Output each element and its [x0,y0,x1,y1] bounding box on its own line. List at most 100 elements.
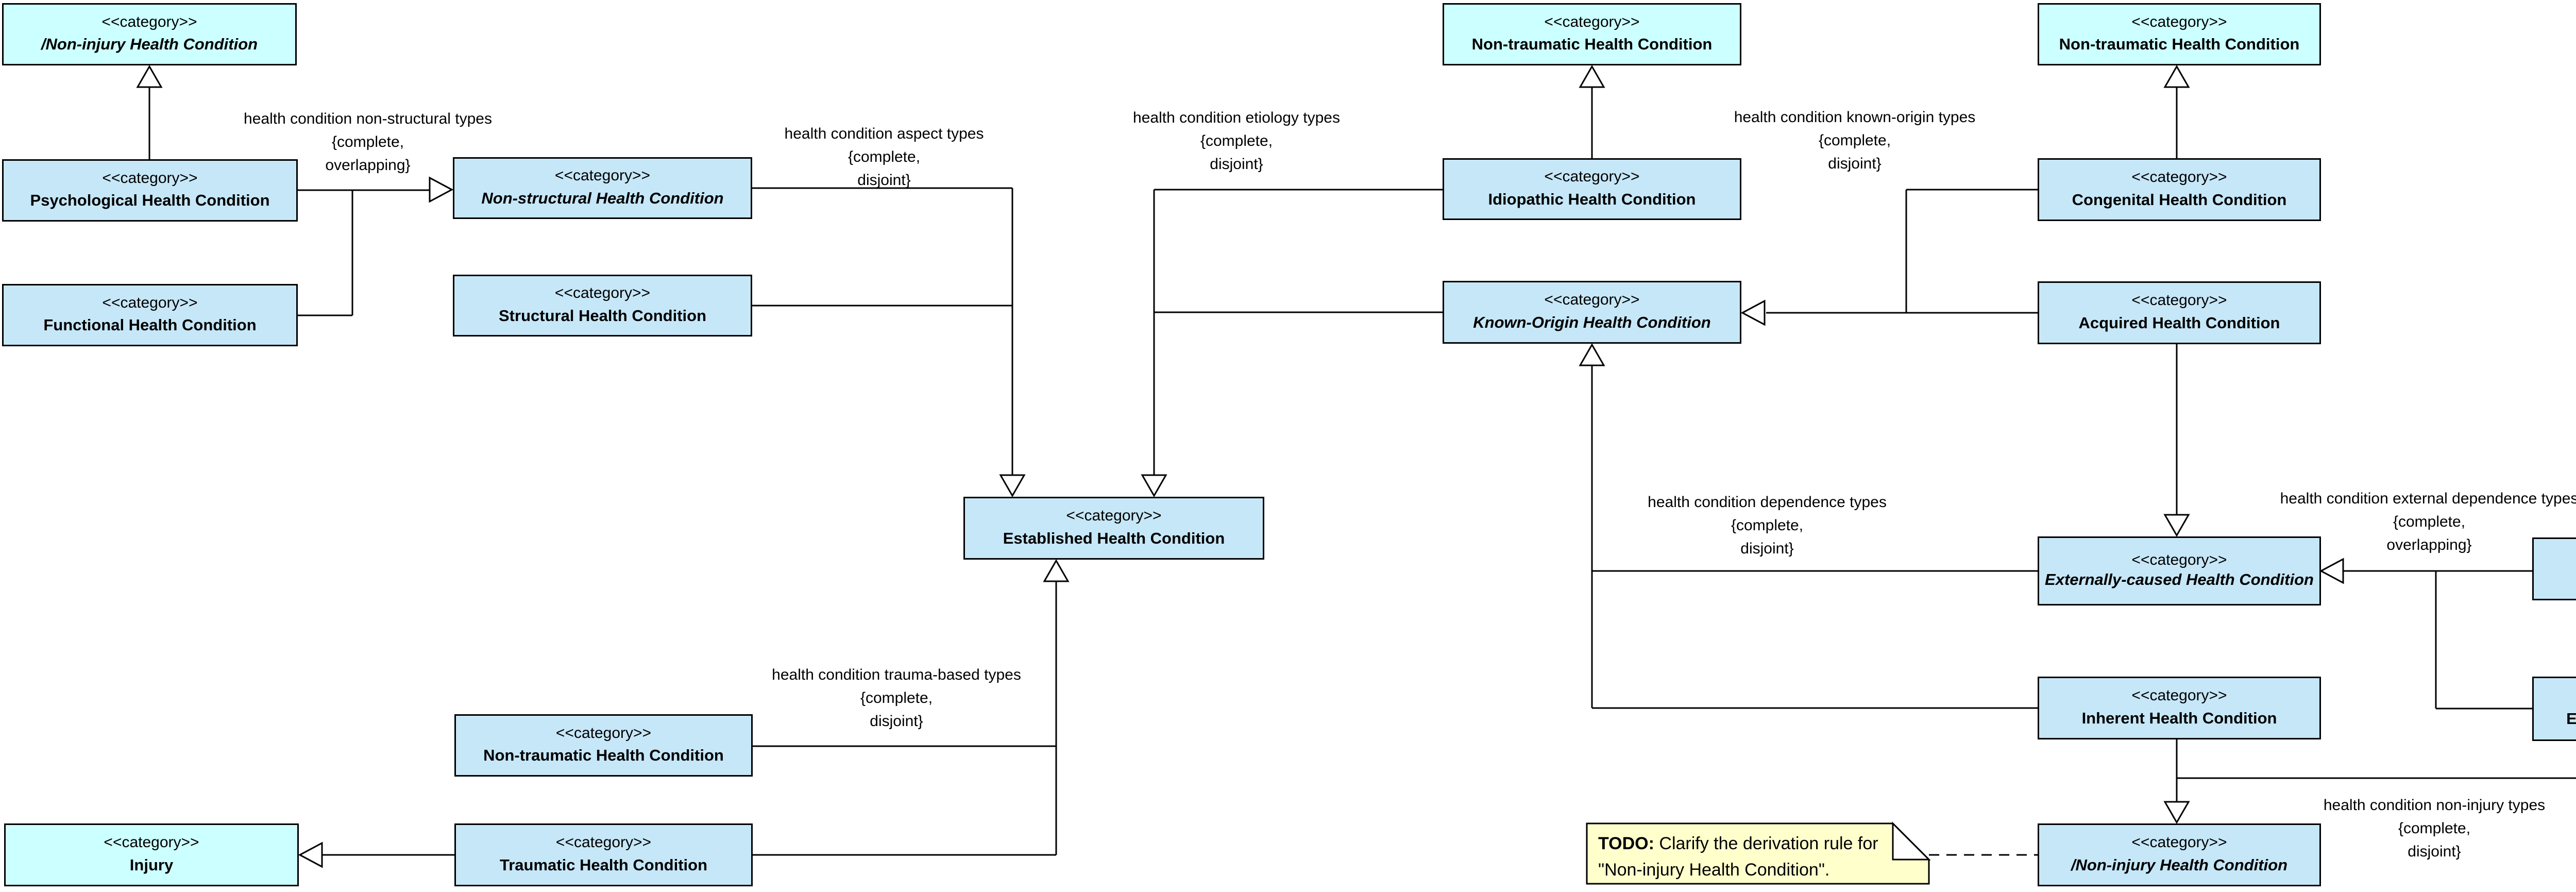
generalization-set-etiology-types-edges[interactable] [1153,189,1443,475]
uml-stereotype: <<category>> [2131,13,2227,30]
genset-constraint-2: disjoint} [1740,540,1794,557]
generalization-set-dependence-types-edges[interactable] [1591,365,2038,709]
uml-stereotype: <<category>> [1544,13,1640,30]
genset-constraint-2: disjoint} [870,713,923,730]
uml-class-name: Non-traumatic Health Condition [2059,35,2300,54]
class-box-non-injury-bottom[interactable]: <<category>> /Non-injury Health Conditio… [2038,823,2321,886]
uml-stereotype: <<category>> [554,167,651,184]
uml-stereotype: <<category>> [554,284,651,302]
genset-label-known-origin-types: health condition known-origin types {com… [1734,106,1976,175]
class-box-acquired[interactable]: <<category>> Acquired Health Condition [2038,281,2321,344]
generalization-set-non-structural-types-edges[interactable] [298,189,431,316]
uml-stereotype: <<category>> [2131,169,2227,186]
arrowhead-down-established-right [1141,474,1167,498]
class-box-congenital[interactable]: <<category>> Congenital Health Condition [2038,158,2321,221]
genset-constraint-2: disjoint} [857,172,911,189]
genset-constraint-1: {complete, [2398,820,2471,837]
genset-name: health condition aspect types [784,125,984,142]
uml-class-name: Acquired Health Condition [2078,313,2280,332]
class-box-exposure-based[interactable]: <<category>> Exposure-based Health Condi… [2532,677,2576,741]
class-box-psychological[interactable]: <<category>> Psychological Health Condit… [2,159,298,222]
uml-class-name: Functional Health Condition [43,316,257,334]
genset-constraint-2: overlapping} [2386,536,2472,553]
genset-label-external-dependence-types: health condition external dependence typ… [2280,487,2576,557]
uml-class-name: Congenital Health Condition [2072,190,2287,209]
generalization-set-known-origin-types-edges[interactable] [1766,189,2038,314]
genset-label-etiology-types: health condition etiology types {complet… [1133,106,1340,176]
genset-name: health condition external dependence typ… [2280,490,2576,507]
arrowhead-right-non-structural [429,176,454,203]
genset-constraint-1: {complete, [2393,513,2466,530]
class-box-non-traumatic-top-middle[interactable]: <<category>> Non-traumatic Health Condit… [1443,3,1741,65]
genset-name: health condition trauma-based types [772,666,1021,683]
uml-class-name: Non-structural Health Condition [481,189,724,207]
uml-class-name: /Non-injury Health Condition [41,35,258,54]
arrowhead-up-non-injury-top-left [136,64,163,88]
class-box-functional[interactable]: <<category>> Functional Health Condition [2,284,298,346]
class-box-structural[interactable]: <<category>> Structural Health Condition [453,275,752,336]
uml-class-name: /Non-injury Health Condition [2071,855,2288,874]
uml-class-name: Idiopathic Health Condition [1488,190,1696,208]
generalization-set-external-dependence-types-edges[interactable] [2343,570,2532,710]
uml-stereotype: <<category>> [2131,834,2227,851]
class-box-non-traumatic-bottom[interactable]: <<category>> Non-traumatic Health Condit… [454,714,753,777]
class-box-externally-caused[interactable]: <<category>> Externally-caused Health Co… [2038,536,2321,605]
uml-class-name: Known-Origin Health Condition [1473,313,1711,331]
generalization-set-non-injury-types-edges[interactable] [2176,739,2576,802]
genset-name: health condition non-structural types [244,110,492,127]
genset-label-dependence-types: health condition dependence types {compl… [1648,491,1887,560]
genset-label-trauma-based-types: health condition trauma-based types {com… [772,663,1021,733]
generalization-set-aspect-types-edges[interactable] [752,187,1013,475]
genset-constraint-2: disjoint} [1828,155,1882,172]
class-box-non-injury-top-left[interactable]: <<category>> /Non-injury Health Conditio… [2,3,297,65]
class-box-non-structural[interactable]: <<category>> Non-structural Health Condi… [453,157,752,219]
uml-class-name: Externally-caused Health Condition [2045,570,2314,589]
arrowhead-left-injury-bottom [298,841,323,868]
uml-class-name: Injury [129,855,174,874]
genset-constraint-2: overlapping} [325,157,411,174]
uml-stereotype: <<category>> [102,169,198,187]
genset-constraint-1: {complete, [860,689,933,706]
class-box-non-traumatic-top-right[interactable]: <<category>> Non-traumatic Health Condit… [2038,3,2321,65]
uml-stereotype: <<category>> [101,13,197,30]
todo-note-text[interactable]: TODO: Clarify the derivation rule for "N… [1598,831,1915,883]
arrowhead-left-externally-caused [2319,558,2344,584]
uml-stereotype: <<category>> [555,834,652,851]
arrowhead-left-known-origin [1740,299,1766,326]
uml-class-name: Psychological Health Condition [30,191,270,210]
uml-class-name: Established Health Condition [1003,529,1225,547]
todo-note-label: TODO: [1598,834,1654,853]
class-box-inherent[interactable]: <<category>> Inherent Health Condition [2038,677,2321,739]
genset-label-aspect-types: health condition aspect types {complete,… [785,122,984,192]
class-box-idiopathic[interactable]: <<category>> Idiopathic Health Condition [1443,158,1741,220]
uml-stereotype: <<category>> [102,294,198,311]
genset-constraint-1: {complete, [331,133,404,150]
uml-class-name: Non-traumatic Health Condition [1471,35,1713,54]
todo-note-body: Clarify the derivation rule for "Non-inj… [1598,834,1878,880]
genset-label-non-injury-types: health condition non-injury types {compl… [2324,794,2545,863]
arrowhead-down-established-left [999,474,1026,498]
uml-class-name: Structural Health Condition [499,306,706,325]
genset-name: health condition etiology types [1133,109,1340,126]
arrowhead-up-established-bottom [1043,559,1070,582]
uml-stereotype: <<category>> [104,834,199,851]
arrowhead-up-non-traumatic-middle [1579,64,1605,88]
genset-name: health condition known-origin types [1734,109,1976,126]
class-box-injury-bottom-left[interactable]: <<category>> Injury [4,823,299,886]
uml-class-name: Non-traumatic Health Condition [483,746,724,765]
uml-class-name: Exposure-based Health Condition [2566,710,2576,728]
uml-stereotype: <<category>> [2131,687,2227,704]
uml-stereotype: <<category>> [555,724,652,742]
class-box-established[interactable]: <<category>> Established Health Conditio… [963,497,1264,560]
class-box-traumatic[interactable]: <<category>> Traumatic Health Condition [454,823,753,886]
generalization-set-trauma-based-types-edges[interactable] [753,581,1057,856]
class-box-injury-right[interactable]: <<category>> Injury [2532,537,2576,600]
genset-constraint-1: {complete, [1200,132,1273,149]
uml-stereotype: <<category>> [1544,291,1640,309]
todo-note-shape[interactable] [1586,822,1930,885]
uml-class-name: Traumatic Health Condition [499,855,708,874]
class-box-known-origin[interactable]: <<category>> Known-Origin Health Conditi… [1443,281,1741,344]
todo-note-fold-corner [1892,821,1931,861]
